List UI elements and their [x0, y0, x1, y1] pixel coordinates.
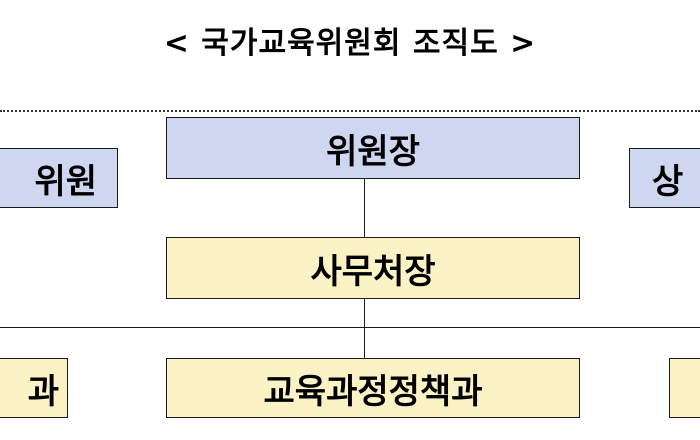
connector-chair-to-secretary — [364, 179, 365, 237]
secretary-general-label: 사무처장 — [310, 251, 436, 292]
division-box-left: 과 — [0, 358, 68, 418]
member-box-left: 위원 — [0, 148, 118, 208]
dotted-separator — [0, 110, 700, 112]
chairperson-label: 위원장 — [326, 131, 420, 172]
secretary-general-box: 사무처장 — [166, 237, 580, 299]
member-box-left-label: 위원 — [34, 161, 97, 202]
connector-division-branch — [0, 327, 700, 328]
chairperson-box: 위원장 — [166, 117, 580, 179]
member-box-right: 상 — [629, 148, 700, 208]
member-box-right-label: 상 — [652, 161, 684, 202]
connector-secretary-to-divisions — [364, 299, 365, 358]
division-box-right — [669, 358, 700, 418]
diagram-title: < 국가교육위원회 조직도 > — [163, 26, 537, 61]
curriculum-policy-division-label: 교육과정정책과 — [263, 371, 483, 412]
curriculum-policy-division-box: 교육과정정책과 — [166, 358, 580, 418]
division-box-left-label: 과 — [27, 371, 59, 412]
